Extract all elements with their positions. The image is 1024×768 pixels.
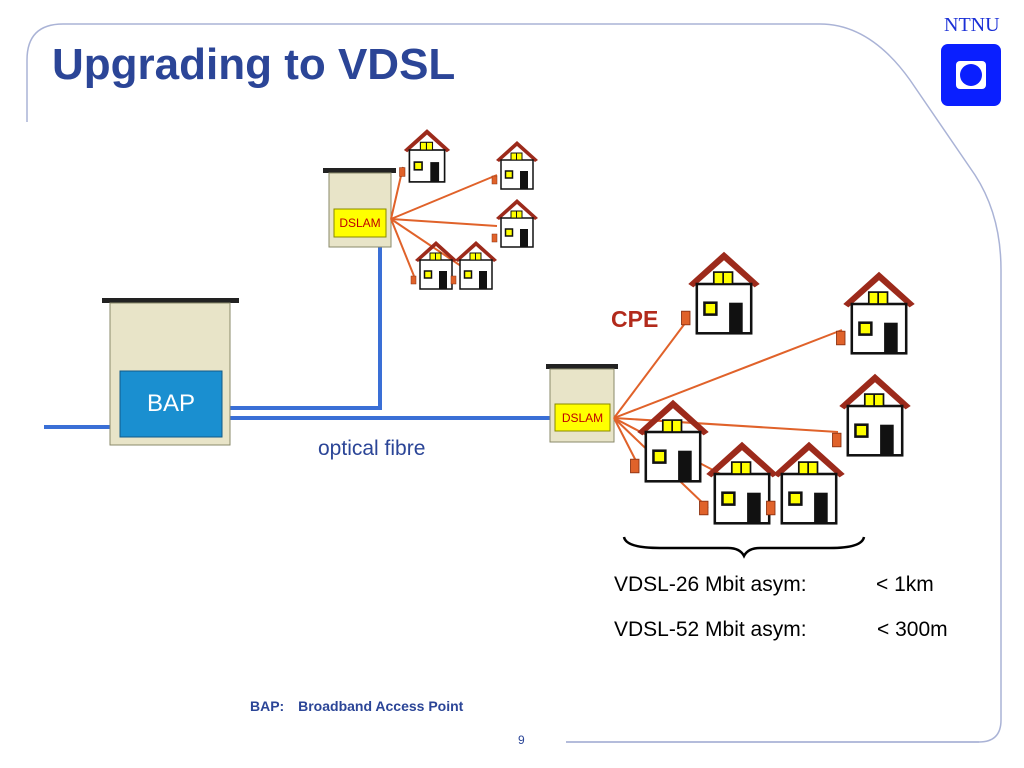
spec-reach-2: < 300m bbox=[877, 618, 948, 641]
spec-reach-1: < 1km bbox=[876, 573, 934, 596]
dslam-bottom-cabinet bbox=[546, 364, 618, 443]
house-small-2 bbox=[491, 140, 539, 190]
bap-cabinet bbox=[102, 298, 239, 446]
spec-name-1: VDSL-26 Mbit asym: bbox=[614, 573, 807, 596]
logo-square-icon bbox=[956, 61, 986, 89]
house-small-3 bbox=[491, 198, 539, 248]
footnote-definition: Broadband Access Point bbox=[298, 698, 464, 714]
optical-fibre-lines bbox=[44, 247, 552, 429]
dslam-top-cabinet bbox=[323, 168, 396, 248]
page-number: 9 bbox=[518, 733, 525, 747]
ntnu-logo bbox=[941, 44, 1001, 106]
house-large-4 bbox=[629, 398, 710, 483]
cpe-label: CPE bbox=[611, 306, 659, 332]
logo-circle-icon bbox=[960, 64, 982, 86]
footnote: BAP: Broadband Access Point bbox=[250, 698, 463, 714]
dslam-top-label: DSLAM bbox=[339, 216, 381, 230]
house-small-1 bbox=[398, 128, 451, 183]
bap-label: BAP bbox=[146, 390, 196, 417]
house-large-2 bbox=[835, 270, 916, 355]
spec-name-2: VDSL-52 Mbit asym: bbox=[614, 618, 807, 641]
optical-fibre-label: optical fibre bbox=[318, 437, 426, 460]
house-large-3 bbox=[831, 372, 912, 457]
distance-brace bbox=[622, 536, 866, 559]
footnote-term: BAP: bbox=[250, 698, 285, 714]
brand-name: NTNU bbox=[944, 14, 1000, 36]
dslam-bottom-label: DSLAM bbox=[561, 411, 604, 425]
slide-title: Upgrading to VDSL bbox=[52, 40, 456, 89]
house-large-6 bbox=[765, 440, 846, 525]
house-large-5 bbox=[698, 440, 779, 525]
house-large-1 bbox=[680, 250, 761, 335]
